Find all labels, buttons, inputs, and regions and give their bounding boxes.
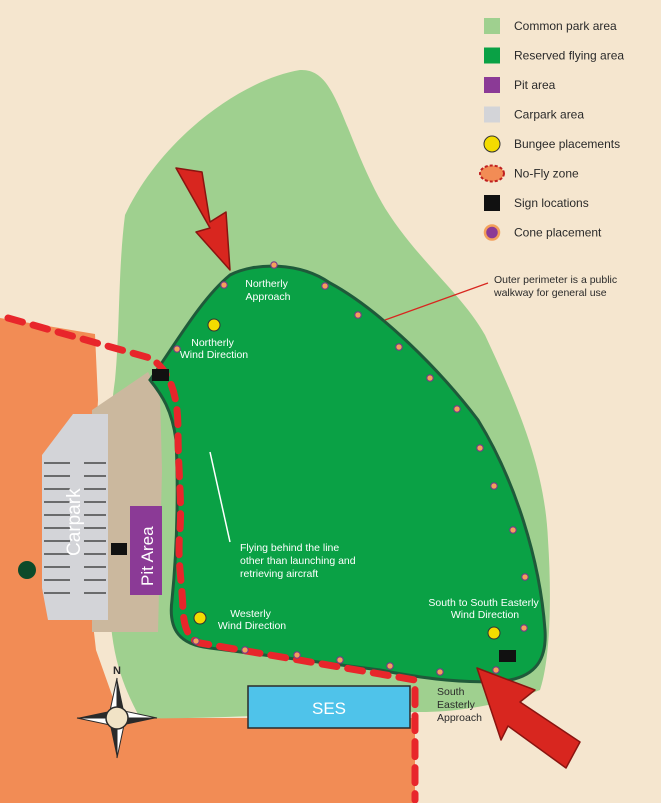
south-easterly-approach-label: South Easterly Approach	[437, 686, 482, 724]
cone-marker	[492, 666, 500, 674]
bungee-placement-south-east	[487, 626, 501, 640]
legend-label: Cone placement	[514, 226, 602, 240]
northerly-approach-arrow	[175, 167, 231, 271]
legend-swatch	[483, 224, 501, 241]
legend-label: Pit area	[514, 78, 556, 92]
cone-marker	[220, 281, 228, 289]
sse-wind-label: South to South Easterly Wind Direction	[428, 597, 541, 621]
cone-marker	[354, 311, 362, 319]
legend-label: Bungee placements	[514, 137, 620, 151]
cone-marker	[336, 656, 344, 664]
legend-swatch	[484, 18, 500, 34]
flying-line-marker	[209, 451, 231, 543]
cone-marker	[241, 646, 249, 654]
legend-label: Reserved flying area	[514, 49, 624, 63]
cone-marker	[270, 261, 278, 269]
cone-marker	[192, 637, 200, 645]
cone-marker	[509, 526, 517, 534]
carpark-area	[42, 414, 108, 620]
cone-marker	[426, 374, 434, 382]
cone-marker	[521, 573, 529, 581]
cone-marker	[520, 624, 528, 632]
legend-swatch	[484, 106, 500, 123]
legend-swatch	[484, 47, 500, 64]
cone-marker	[436, 668, 444, 676]
carpark-label: Carpark	[64, 488, 85, 556]
ses-building	[247, 685, 411, 729]
cone-marker	[321, 282, 329, 290]
entrance-marker	[18, 561, 36, 579]
flying-behind-line-label: Flying behind the line other than launch…	[240, 542, 359, 580]
legend-label: No-Fly zone	[514, 167, 579, 181]
northerly-approach-label: Northerly Approach	[245, 278, 291, 303]
legend-item: Sign locations	[484, 195, 589, 211]
carpark-parking-lines	[44, 462, 106, 594]
legend-item: Pit area	[484, 77, 556, 93]
bungee-placement-north	[207, 318, 221, 332]
legend-label: Carpark area	[514, 108, 584, 122]
cone-marker	[453, 405, 461, 413]
sign-location-carpark	[111, 543, 127, 555]
legend-swatch	[479, 164, 505, 183]
legend-label: Common park area	[514, 19, 617, 33]
south-easterly-approach-arrow	[476, 667, 581, 769]
legend-swatch	[484, 195, 500, 211]
pit-area	[130, 506, 162, 595]
cone-placements	[173, 261, 529, 676]
outer-perimeter-label: Outer perimeter is a public walkway for …	[493, 274, 620, 299]
ses-label: SES	[312, 699, 346, 718]
compass-north-label: N	[113, 665, 121, 677]
cone-marker	[386, 662, 394, 670]
compass-rose: N	[76, 665, 158, 759]
legend-swatch	[483, 135, 501, 153]
legend-item: Reserved flying area	[484, 47, 624, 64]
sign-location-north-west	[152, 369, 169, 381]
northerly-wind-label: Northerly Wind Direction	[180, 337, 248, 361]
legend-item: Common park area	[484, 18, 617, 34]
sign-location-south-east	[499, 650, 516, 662]
legend-label: Sign locations	[514, 196, 589, 210]
no-fly-boundary-line	[4, 314, 419, 803]
cone-marker	[490, 482, 498, 490]
perimeter-callout-line	[384, 282, 489, 321]
cone-marker	[395, 343, 403, 351]
legend-swatch	[484, 77, 500, 93]
pit-area-label: Pit Area	[138, 526, 157, 586]
legend-item: No-Fly zone	[479, 164, 579, 183]
legend-item: Bungee placements	[483, 135, 620, 153]
cone-marker	[476, 444, 484, 452]
legend-item: Cone placement	[483, 224, 602, 241]
westerly-wind-label: Westerly Wind Direction	[218, 608, 286, 632]
reserved-flying-area	[148, 264, 547, 684]
cone-marker	[173, 345, 181, 353]
no-fly-zone-area	[0, 318, 415, 803]
cone-marker	[293, 651, 301, 659]
legend-item: Carpark area	[484, 106, 584, 123]
bungee-placement-west	[193, 611, 207, 625]
